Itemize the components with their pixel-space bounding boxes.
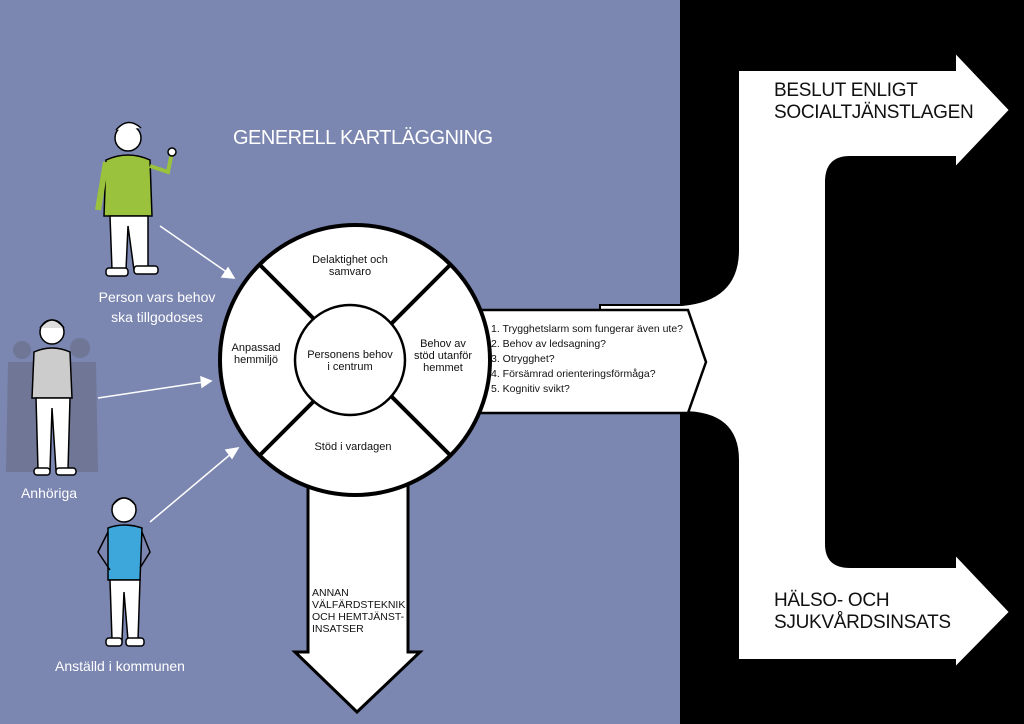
arrowhead <box>220 266 236 279</box>
outcome-bottom-line2: SJUKVÅRDSINSATS <box>774 612 951 633</box>
list-item: 1. Trygghetslarm som fungerar även ute? <box>491 323 684 335</box>
wheel-right-line2: stöd utanför <box>413 350 473 362</box>
question-list: 1. Trygghetslarm som fungerar även ute? … <box>491 322 683 397</box>
relatives-illustration <box>6 319 98 476</box>
outcome-health-care: HÄLSO- OCH SJUKVÅRDSINSATS <box>774 590 951 634</box>
wheel-center-line1: Personens behov <box>307 349 393 361</box>
person-label-line2: ska tillgodoses <box>111 309 203 325</box>
arrowhead <box>224 446 240 460</box>
wheel-center-label: Personens behov i centrum <box>300 349 400 373</box>
list-item: 4. Försämrad orienteringsförmåga? <box>491 368 656 380</box>
down-arrow-line: ANNAN <box>312 587 349 599</box>
wheel-segment-right: Behov av stöd utanför hemmet <box>410 338 476 374</box>
connector-arrow <box>97 381 205 399</box>
person-label-line1: Person vars behov <box>98 289 216 305</box>
down-arrow-line: INSATSER <box>312 623 364 635</box>
list-item: 2. Behov av ledsagning? <box>491 338 607 350</box>
down-arrow-line: OCH HEMTJÄNST- <box>312 611 405 623</box>
outcome-fork-arrow <box>599 49 1012 671</box>
wheel-top-line1: Delaktighet och <box>312 254 388 266</box>
outcome-social-services: BESLUT ENLIGT SOCIALTJÄNSTLAGEN <box>774 80 974 124</box>
wheel-right-line1: Behov av <box>420 338 466 350</box>
wheel-left-line1: Anpassad <box>231 342 281 354</box>
employee-label: Anställd i kommunen <box>55 658 185 674</box>
list-item: 3. Otrygghet? <box>491 353 555 365</box>
diagram-title: GENERELL KARTLÄGGNING <box>233 127 493 149</box>
wheel-segment-bottom: Stöd i vardagen <box>314 441 392 453</box>
connector-arrow <box>159 225 229 274</box>
down-arrow-label: ANNAN VÄLFÄRDSTEKNIK OCH HEMTJÄNST- INSA… <box>312 587 405 635</box>
relatives-label: Anhöriga <box>20 485 78 501</box>
outcome-bottom-line1: HÄLSO- OCH <box>774 590 890 611</box>
wheel-segment-left: Anpassad hemmiljö <box>226 342 286 366</box>
outcome-top-line1: BESLUT ENLIGT <box>774 80 918 101</box>
employee-illustration <box>97 497 151 647</box>
down-arrow-line: VÄLFÄRDSTEKNIK <box>312 599 406 611</box>
arrowhead <box>200 375 213 389</box>
connector-arrow <box>149 452 233 523</box>
outcome-top-line2: SOCIALTJÄNSTLAGEN <box>774 102 974 123</box>
person-man-illustration <box>95 121 177 277</box>
list-item: 5. Kognitiv svikt? <box>491 383 570 395</box>
wheel-center <box>293 303 407 417</box>
wheel-top-line2: samvaro <box>328 266 372 278</box>
wheel-left-line2: hemmiljö <box>233 354 278 366</box>
wheel-segment-top: Delaktighet och samvaro <box>300 254 400 278</box>
person-label: Person vars behov ska tillgodoses <box>82 287 232 327</box>
wheel-right-line3: hemmet <box>423 362 463 374</box>
wheel-center-line2: i centrum <box>327 361 373 373</box>
